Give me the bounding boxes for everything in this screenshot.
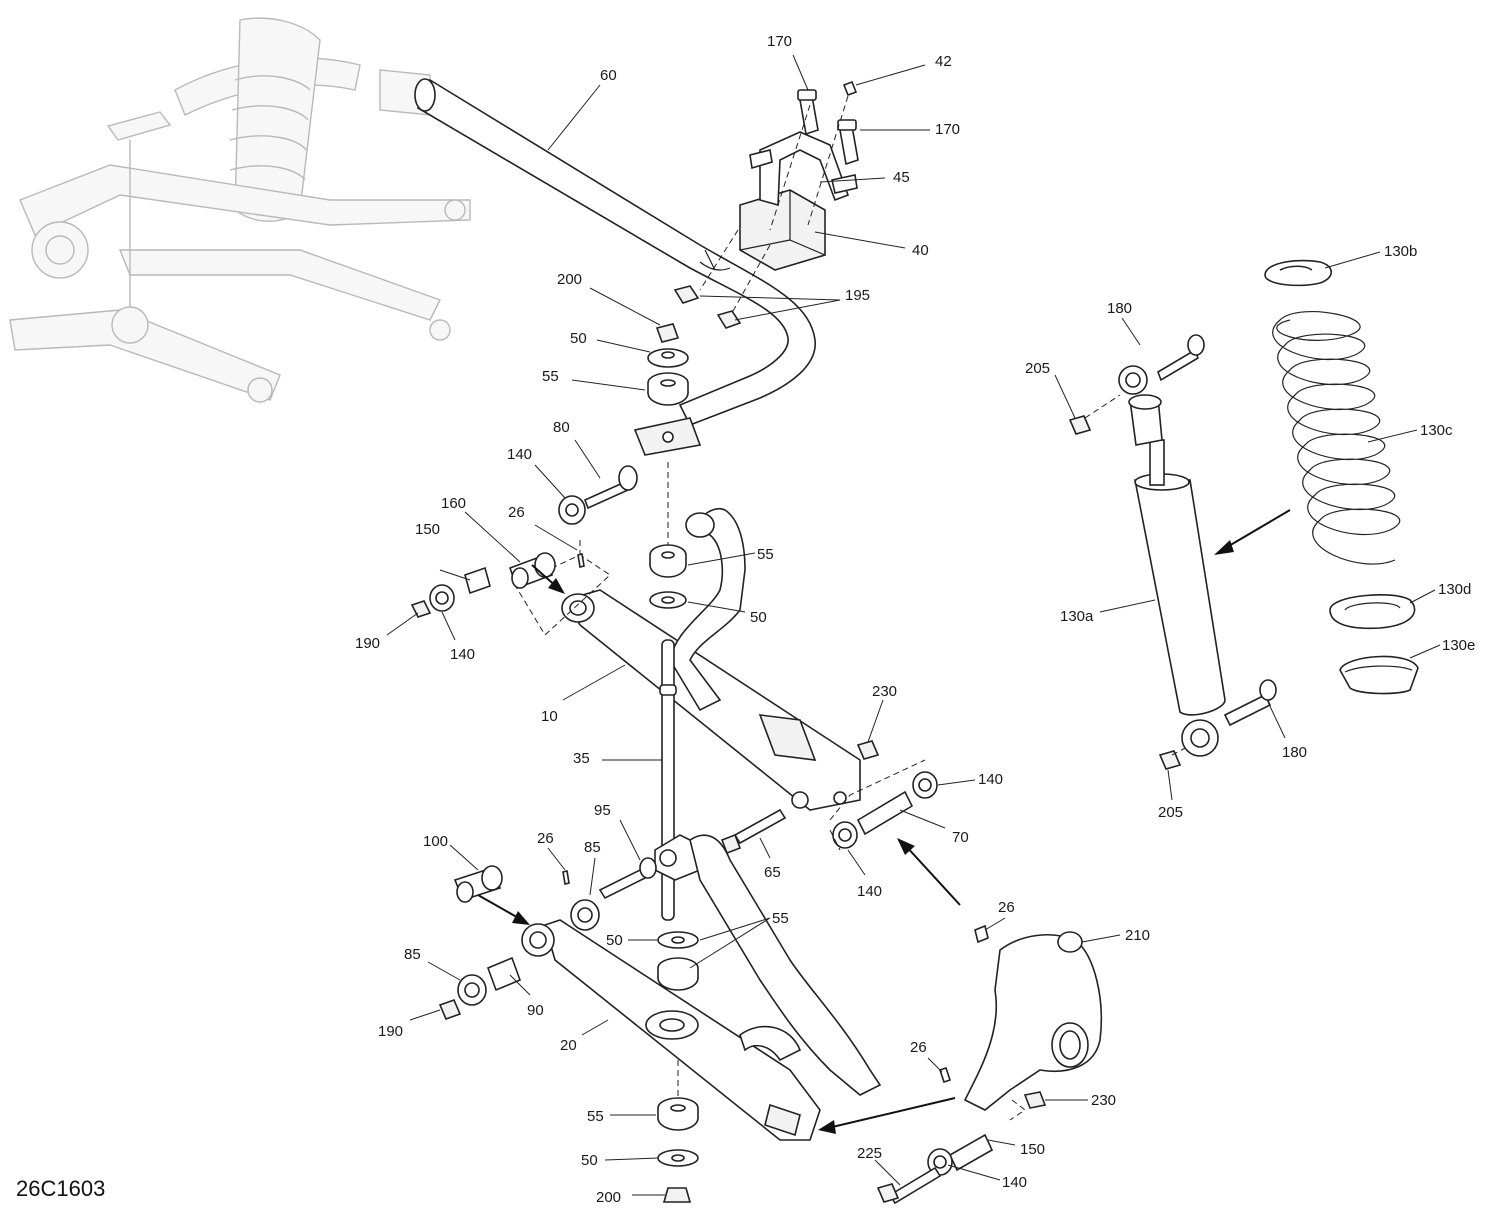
callout-55: 55 — [542, 368, 559, 385]
callout-140: 140 — [857, 883, 882, 900]
callout-130e: 130e — [1442, 637, 1475, 654]
callout-170: 170 — [767, 33, 792, 50]
callout-26: 26 — [537, 830, 554, 847]
callout-130d: 130d — [1438, 581, 1471, 598]
callout-130a: 130a — [1060, 608, 1094, 625]
callout-65: 65 — [764, 864, 781, 881]
callout-195: 195 — [845, 287, 870, 304]
callout-42: 42 — [935, 53, 952, 70]
callout-130c: 130c — [1420, 422, 1453, 439]
upper-link-bushing-stack — [649, 544, 687, 609]
callout-90: 90 — [527, 1002, 544, 1019]
callout-210: 210 — [1125, 927, 1150, 944]
knuckle-pivot-hardware — [876, 1133, 994, 1205]
callout-50: 50 — [570, 330, 587, 347]
callout-55: 55 — [772, 910, 789, 927]
callout-180: 180 — [1107, 300, 1132, 317]
shock-absorber — [1068, 334, 1277, 770]
callout-230: 230 — [872, 683, 897, 700]
callout-10: 10 — [541, 708, 558, 725]
stabilizer-bar — [414, 78, 816, 456]
callout-205: 205 — [1025, 360, 1050, 377]
callout-50: 50 — [606, 932, 623, 949]
callout-190: 190 — [355, 635, 380, 652]
callout-26: 26 — [998, 899, 1015, 916]
drawing-code: 26C1603 — [16, 1176, 105, 1201]
callout-140: 140 — [978, 771, 1003, 788]
callout-60: 60 — [600, 67, 617, 84]
upper-arm-rear-pivot-hardware — [720, 740, 938, 855]
bar-link-top-hardware — [647, 285, 742, 545]
upper-arm-pivot-hardware — [410, 540, 585, 618]
lower-arm-pivot-hardware — [438, 865, 570, 1021]
callout-45: 45 — [893, 169, 910, 186]
reference-assembly-ghost — [9, 17, 471, 403]
callout-labels: 60 170 42 170 45 40 200 195 50 55 80 140… — [355, 33, 1475, 1206]
callout-50: 50 — [750, 609, 767, 626]
callout-230: 230 — [1091, 1092, 1116, 1109]
callout-40: 40 — [912, 242, 929, 259]
callout-100: 100 — [423, 833, 448, 850]
callout-35: 35 — [573, 750, 590, 767]
callout-150: 150 — [415, 521, 440, 538]
callout-20: 20 — [560, 1037, 577, 1054]
callout-85: 85 — [584, 839, 601, 856]
callout-55: 55 — [587, 1108, 604, 1125]
lower-link-bushing-stack — [657, 931, 699, 1203]
upper-trailing-arm — [514, 508, 861, 811]
callout-140: 140 — [1002, 1174, 1027, 1191]
callout-50: 50 — [581, 1152, 598, 1169]
callout-170: 170 — [935, 121, 960, 138]
stabilizer-link-rod — [654, 639, 701, 921]
callout-95: 95 — [594, 802, 611, 819]
callout-26: 26 — [508, 504, 525, 521]
callout-70: 70 — [952, 829, 969, 846]
callout-140: 140 — [507, 446, 532, 463]
callout-160: 160 — [441, 495, 466, 512]
callout-200: 200 — [596, 1189, 621, 1206]
upper-arm-bolt — [558, 465, 638, 525]
callout-225: 225 — [857, 1145, 882, 1162]
rear-knuckle — [938, 924, 1103, 1121]
callout-80: 80 — [553, 419, 570, 436]
callout-130b: 130b — [1384, 243, 1417, 260]
callout-26: 26 — [910, 1039, 927, 1056]
lower-trailing-arm — [521, 834, 882, 1141]
callout-140: 140 — [450, 646, 475, 663]
callout-205: 205 — [1158, 804, 1183, 821]
assembly-arrows — [477, 509, 1291, 1134]
stabilizer-bushing-and-clamp — [699, 80, 859, 321]
callout-200: 200 — [557, 271, 582, 288]
lower-arm-front-bolt — [570, 857, 657, 931]
callout-180: 180 — [1282, 744, 1307, 761]
coil-spring-assembly — [1264, 259, 1419, 695]
leader-lines — [386, 54, 1441, 1196]
callout-55: 55 — [757, 546, 774, 563]
callout-85: 85 — [404, 946, 421, 963]
callout-190: 190 — [378, 1023, 403, 1040]
callout-150: 150 — [1020, 1141, 1045, 1158]
